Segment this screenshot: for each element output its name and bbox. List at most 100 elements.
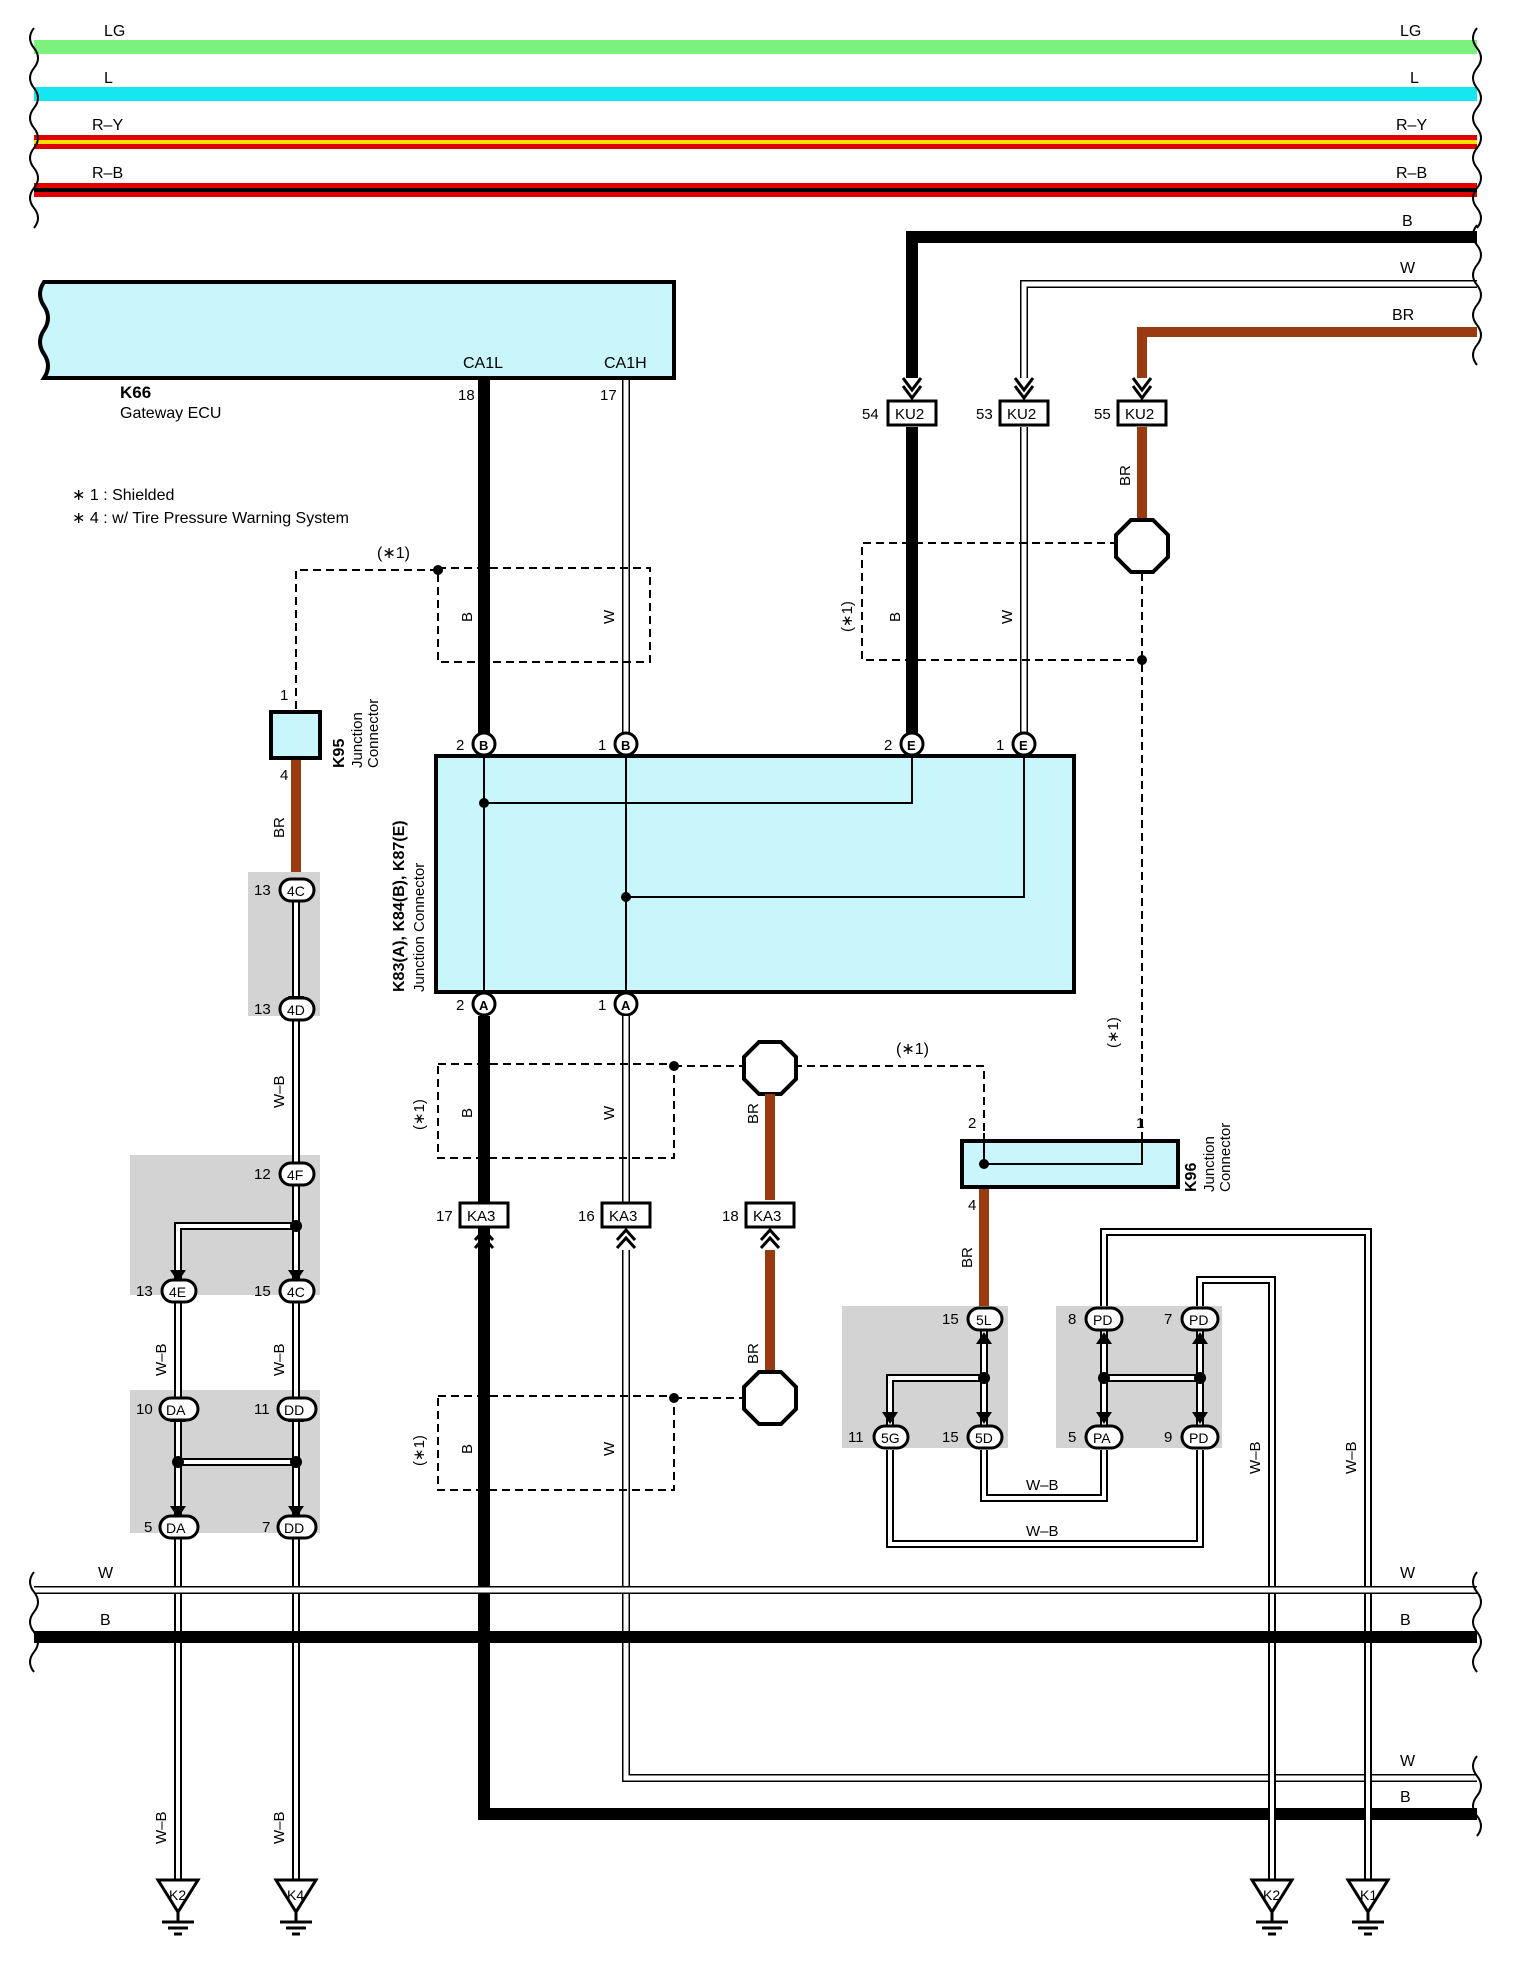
ecu-pin-18: 18 (458, 387, 475, 404)
label-l-left: L (104, 70, 113, 87)
svg-text:PD: PD (1189, 1312, 1208, 1328)
k83-pin-b1: B 1 (598, 731, 639, 757)
svg-text:9: 9 (1164, 1429, 1172, 1446)
right-break-mark (1472, 27, 1482, 229)
svg-text:DD: DD (284, 1520, 304, 1536)
svg-text:DA: DA (166, 1402, 186, 1418)
connector-5l: 5L 15 (942, 1306, 1004, 1332)
svg-text:4E: 4E (169, 1284, 186, 1300)
svg-text:4C: 4C (287, 883, 305, 899)
wire-label-wb-right-3: W–B (1247, 1441, 1264, 1474)
label-w-bottom-left: W (98, 1565, 114, 1582)
svg-text:13: 13 (254, 882, 271, 899)
k83-pin-a1: A 1 (598, 991, 639, 1017)
k83-pin-e1: E 1 (996, 731, 1037, 757)
ecu-pin-ca1h-name: CA1H (604, 355, 647, 372)
note-tpws: ∗ 4 : w/ Tire Pressure Warning System (72, 510, 349, 527)
connector-ku2-54: KU2 54 (862, 399, 938, 427)
svg-text:1: 1 (598, 997, 606, 1014)
shield-label-right-vertical: (∗1) (1105, 1017, 1122, 1048)
k95-code: K95 (331, 739, 348, 768)
k83-name: Junction Connector (411, 863, 428, 992)
wire-label-w: W (601, 609, 618, 624)
svg-text:53: 53 (976, 406, 993, 423)
svg-text:K2: K2 (169, 1887, 186, 1903)
svg-text:15: 15 (254, 1283, 271, 1300)
connector-4c-top: 4C 13 (254, 877, 316, 903)
label-w-bottom-right: W (1400, 1565, 1416, 1582)
k96-name-1: Junction (1201, 1136, 1218, 1192)
k96-code: K96 (1183, 1163, 1200, 1192)
wire-label-wb-right-1: W–B (1026, 1477, 1059, 1494)
connector-pd-7: PD 7 (1164, 1306, 1220, 1332)
k95-name-2: Connector (365, 699, 382, 768)
ecu-pin-17: 17 (600, 387, 617, 404)
svg-text:KA3: KA3 (609, 1208, 637, 1225)
k96-pin-4: 4 (968, 1197, 976, 1214)
wire-b-ka3-17-down (478, 1250, 1477, 1820)
k83-pin-a2: A 2 (456, 991, 497, 1017)
svg-text:2: 2 (884, 737, 892, 754)
ground-k2-right: K2 (1250, 1878, 1294, 1936)
k66-gateway-ecu: CA1L CA1H K66 Gateway ECU 18 17 (38, 280, 676, 422)
connector-dd-bottom: DD 7 (262, 1514, 318, 1540)
ka3-connectors: KA3 17 KA3 16 KA3 18 (436, 1201, 796, 1250)
k96-pin-2: 2 (968, 1115, 976, 1132)
label-ry-left: R–Y (92, 117, 123, 134)
wire-label-br-k96: BR (959, 1247, 976, 1268)
svg-text:10: 10 (136, 1401, 153, 1418)
svg-text:1: 1 (996, 737, 1004, 754)
k95-box (269, 710, 322, 760)
wire-label-wb-2: W–B (153, 1343, 170, 1376)
svg-text:A: A (621, 998, 631, 1013)
shield-lower: (∗1) B W (411, 1370, 798, 1491)
wire-label-w-low: W (601, 1441, 618, 1456)
k95-pin-1: 1 (280, 687, 288, 704)
wire-label-w-e: W (999, 609, 1016, 624)
label-w-lower-right: W (1400, 1753, 1416, 1770)
wire-label-w-mid: W (601, 1105, 618, 1120)
connector-ku2-55: KU2 55 (1094, 399, 1168, 427)
svg-text:7: 7 (1164, 1311, 1172, 1328)
svg-text:8: 8 (1068, 1311, 1076, 1328)
k95-pin-4: 4 (280, 767, 288, 784)
note-shielded: ∗ 1 : Shielded (72, 487, 174, 504)
svg-text:DA: DA (166, 1520, 186, 1536)
wire-label-br-mid: BR (745, 1103, 762, 1124)
connector-4d: 4D 13 (254, 996, 316, 1022)
svg-text:B: B (621, 738, 630, 753)
svg-text:PA: PA (1093, 1430, 1111, 1446)
shield-label-upper-right: (∗1) (839, 601, 856, 632)
connector-ka3-17: KA3 17 (436, 1201, 510, 1229)
svg-text:KU2: KU2 (1125, 406, 1154, 423)
connector-pa-5: PA 5 (1068, 1424, 1124, 1450)
connector-ka3-18: KA3 18 (722, 1201, 796, 1229)
svg-text:K1: K1 (1360, 1887, 1377, 1903)
shield-ground-octagon-low (742, 1370, 798, 1426)
ecu-box (38, 280, 676, 380)
k95-junction-connector: 1 4 K95 Junction Connector (269, 687, 382, 784)
wire-b-ku2-54 (906, 231, 1477, 378)
label-b-bottom-left: B (100, 1612, 111, 1629)
svg-text:55: 55 (1094, 406, 1111, 423)
k96-pin-1: 1 (1136, 1115, 1144, 1132)
wire-label-wb-right-2: W–B (1026, 1523, 1059, 1540)
label-b-right: B (1402, 213, 1413, 230)
k96-name-2: Connector (1217, 1123, 1234, 1192)
svg-text:KA3: KA3 (753, 1208, 781, 1225)
svg-text:K4: K4 (287, 1887, 304, 1903)
svg-text:KU2: KU2 (1007, 406, 1036, 423)
k83-code: K83(A), K84(B), K87(E) (391, 820, 408, 992)
svg-text:5G: 5G (881, 1430, 900, 1446)
svg-text:4F: 4F (287, 1167, 303, 1183)
label-br-right: BR (1392, 307, 1414, 324)
wire-br-ku2-55 (1137, 327, 1477, 378)
wire-label-wb-4: W–B (153, 1811, 170, 1844)
connector-4c-bottom: 4C 15 (254, 1278, 316, 1304)
shield-ecu: (∗1) B W (295, 545, 651, 712)
label-ry-right: R–Y (1396, 117, 1427, 134)
label-lg-left: LG (104, 23, 125, 40)
svg-text:1: 1 (598, 737, 606, 754)
svg-text:2: 2 (456, 997, 464, 1014)
ground-k4: K4 (274, 1878, 318, 1936)
